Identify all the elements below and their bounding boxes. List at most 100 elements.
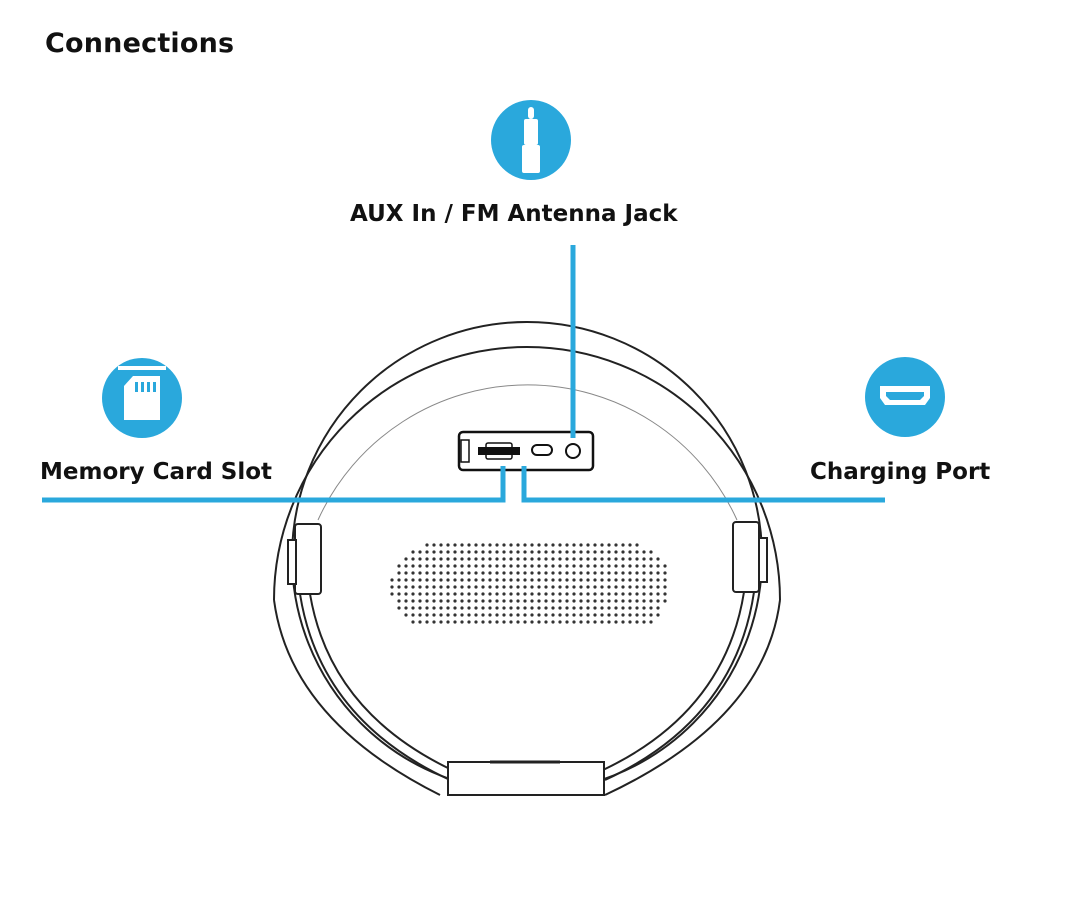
grille-hole bbox=[495, 613, 499, 617]
grille-hole bbox=[418, 613, 422, 617]
grille-hole bbox=[600, 578, 604, 582]
grille-hole bbox=[530, 585, 534, 589]
grille-hole bbox=[586, 599, 590, 603]
grille-hole bbox=[586, 606, 590, 610]
grille-hole bbox=[649, 564, 653, 568]
page-title: Connections bbox=[45, 28, 235, 59]
grille-hole bbox=[656, 557, 660, 561]
callout-lines bbox=[42, 245, 885, 503]
grille-hole bbox=[656, 585, 660, 589]
grille-hole bbox=[530, 578, 534, 582]
grille-hole bbox=[572, 620, 576, 624]
grille-hole bbox=[523, 564, 527, 568]
grille-hole bbox=[397, 585, 401, 589]
grille-hole bbox=[516, 557, 520, 561]
grille-hole bbox=[593, 578, 597, 582]
grille-hole bbox=[453, 620, 457, 624]
grille-hole bbox=[537, 578, 541, 582]
grille-hole bbox=[628, 585, 632, 589]
grille-hole bbox=[516, 585, 520, 589]
grille-hole bbox=[607, 543, 611, 547]
strap-clip-right bbox=[732, 521, 760, 593]
grille-hole bbox=[523, 571, 527, 575]
grille-hole bbox=[593, 585, 597, 589]
grille-hole bbox=[411, 550, 415, 554]
grille-hole bbox=[488, 543, 492, 547]
grille-hole bbox=[502, 564, 506, 568]
grille-hole bbox=[621, 550, 625, 554]
grille-hole bbox=[649, 557, 653, 561]
grille-hole bbox=[488, 578, 492, 582]
grille-hole bbox=[649, 599, 653, 603]
grille-hole bbox=[467, 613, 471, 617]
grille-hole bbox=[579, 613, 583, 617]
grille-hole bbox=[565, 578, 569, 582]
grille-hole bbox=[439, 571, 443, 575]
grille-hole bbox=[642, 578, 646, 582]
grille-hole bbox=[516, 564, 520, 568]
grille-hole bbox=[537, 571, 541, 575]
grille-hole bbox=[551, 613, 555, 617]
grille-hole bbox=[460, 550, 464, 554]
grille-hole bbox=[663, 599, 667, 603]
grille-hole bbox=[432, 599, 436, 603]
grille-hole bbox=[628, 592, 632, 596]
strap-left bbox=[299, 593, 451, 781]
aux-jack bbox=[565, 443, 581, 459]
grille-hole bbox=[642, 557, 646, 561]
grille-hole bbox=[418, 564, 422, 568]
grille-hole bbox=[544, 613, 548, 617]
speaker-shell-right-curve bbox=[604, 599, 781, 796]
grille-hole bbox=[642, 606, 646, 610]
grille-hole bbox=[502, 578, 506, 582]
grille-hole bbox=[425, 606, 429, 610]
grille-hole bbox=[572, 564, 576, 568]
grille-hole bbox=[614, 557, 618, 561]
grille-hole bbox=[551, 620, 555, 624]
grille-hole bbox=[537, 620, 541, 624]
grille-hole bbox=[565, 557, 569, 561]
grille-hole bbox=[537, 599, 541, 603]
grille-hole bbox=[600, 557, 604, 561]
grille-hole bbox=[663, 571, 667, 575]
grille-hole bbox=[474, 543, 478, 547]
grille-hole bbox=[558, 571, 562, 575]
grille-hole bbox=[523, 599, 527, 603]
grille-hole bbox=[530, 543, 534, 547]
grille-hole bbox=[614, 543, 618, 547]
grille-hole bbox=[614, 613, 618, 617]
grille-hole bbox=[404, 606, 408, 610]
grille-hole bbox=[453, 550, 457, 554]
grille-hole bbox=[607, 557, 611, 561]
usb-port-icon bbox=[865, 357, 945, 437]
grille-hole bbox=[446, 620, 450, 624]
grille-hole bbox=[593, 543, 597, 547]
grille-hole bbox=[642, 613, 646, 617]
grille-hole bbox=[579, 550, 583, 554]
grille-hole bbox=[565, 571, 569, 575]
grille-hole bbox=[432, 550, 436, 554]
grille-hole bbox=[565, 620, 569, 624]
grille-hole bbox=[418, 578, 422, 582]
grille-hole bbox=[488, 606, 492, 610]
grille-hole bbox=[663, 578, 667, 582]
grille-hole bbox=[600, 599, 604, 603]
grille-hole bbox=[425, 585, 429, 589]
grille-hole bbox=[635, 585, 639, 589]
grille-hole bbox=[537, 543, 541, 547]
grille-hole bbox=[586, 571, 590, 575]
grille-hole bbox=[656, 571, 660, 575]
charging-port-label: Charging Port bbox=[810, 459, 991, 485]
grille-hole bbox=[460, 564, 464, 568]
grille-hole bbox=[523, 592, 527, 596]
grille-hole bbox=[565, 613, 569, 617]
grille-hole bbox=[418, 557, 422, 561]
grille-hole bbox=[432, 543, 436, 547]
grille-hole bbox=[425, 550, 429, 554]
grille-hole bbox=[446, 592, 450, 596]
grille-hole bbox=[586, 585, 590, 589]
grille-hole bbox=[446, 613, 450, 617]
grille-hole bbox=[544, 564, 548, 568]
grille-hole bbox=[460, 585, 464, 589]
grille-hole bbox=[488, 550, 492, 554]
